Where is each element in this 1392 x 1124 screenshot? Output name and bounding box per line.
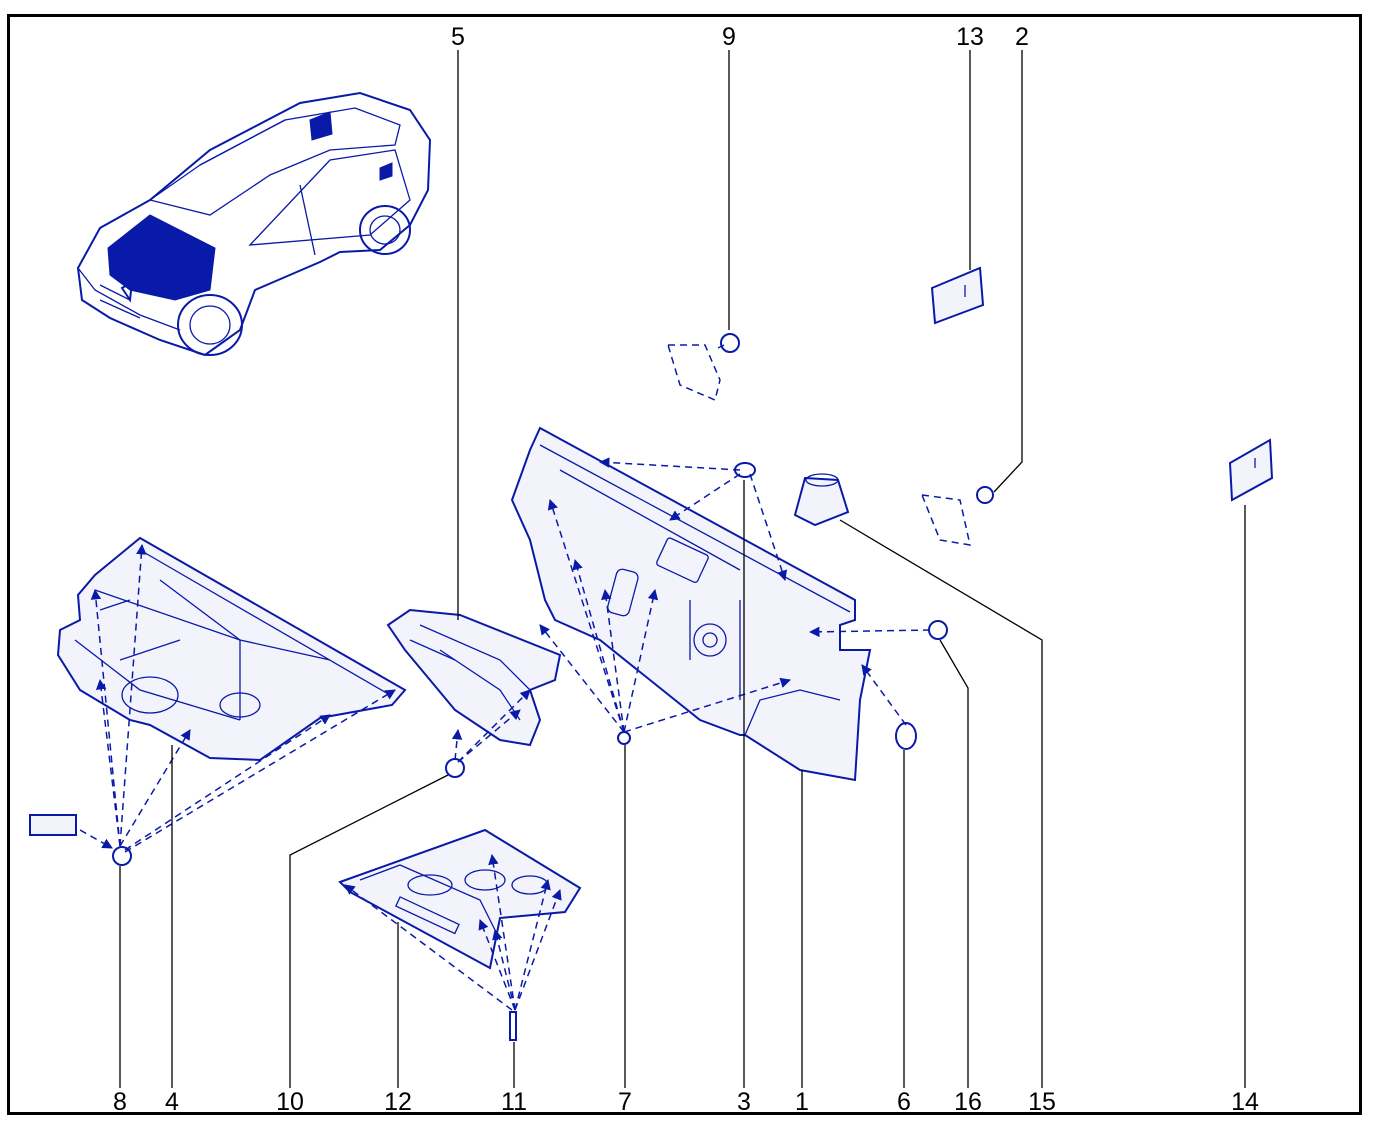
vehicle-overview (76, 91, 432, 357)
part-12-shield (338, 828, 582, 970)
callout-5: 5 (451, 23, 465, 51)
callout-6: 6 (897, 1088, 911, 1116)
callout-8: 8 (113, 1088, 127, 1116)
callout-13: 13 (956, 23, 984, 51)
part-4-hood-insulator (56, 536, 407, 762)
fastener-8 (112, 846, 132, 866)
callout-4: 4 (165, 1088, 179, 1116)
fastener-8-pad (29, 814, 77, 836)
callout-12: 12 (384, 1088, 412, 1116)
part-15-sleeve (793, 473, 850, 527)
fastener-6 (895, 722, 917, 750)
part-14-pad (1228, 438, 1274, 502)
callout-9: 9 (722, 23, 736, 51)
part-1-firewall-insulator (510, 426, 872, 782)
part-5-insulator (386, 608, 562, 747)
assembly-arrows (79, 457, 931, 1011)
callout-10: 10 (276, 1088, 304, 1116)
part-2-clip (920, 486, 994, 546)
fastener-7 (617, 731, 631, 745)
fastener-10 (445, 758, 465, 778)
callout-14: 14 (1231, 1088, 1259, 1116)
fastener-11 (509, 1011, 517, 1041)
leader-lines (119, 50, 1246, 1088)
callout-2: 2 (1015, 23, 1029, 51)
callout-16: 16 (954, 1088, 982, 1116)
fastener-16 (928, 620, 948, 640)
callout-11: 11 (501, 1088, 527, 1116)
callout-3: 3 (737, 1088, 751, 1116)
part-13-pad (930, 266, 985, 325)
part-9-clip (666, 333, 740, 402)
fasteners (29, 462, 948, 1041)
callout-1: 1 (795, 1088, 809, 1116)
callout-7: 7 (618, 1088, 632, 1116)
callout-15: 15 (1028, 1088, 1056, 1116)
